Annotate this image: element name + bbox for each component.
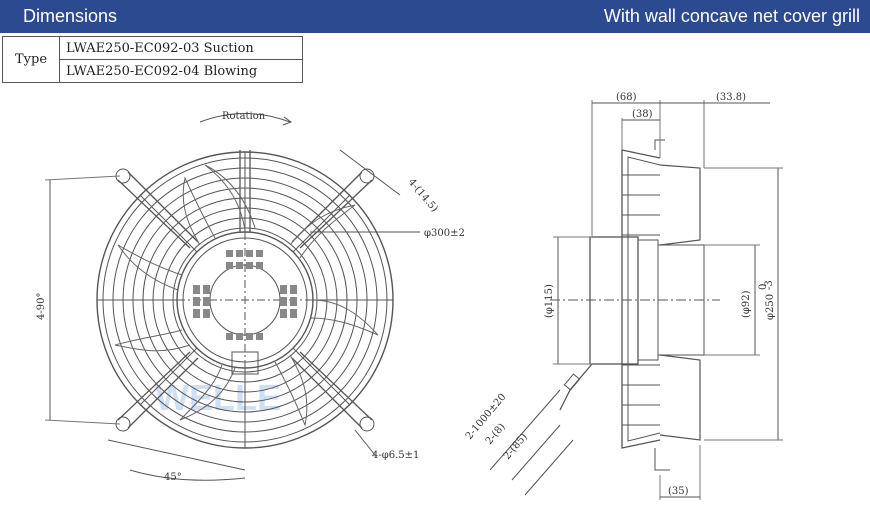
- mounting-lug: [359, 168, 375, 184]
- grill-ribs: [622, 174, 660, 426]
- model-code: LWAE250-EC092-03: [66, 40, 200, 56]
- depth-inner-label: (38): [632, 109, 653, 120]
- dim-cable-8: [511, 424, 561, 481]
- dim-line-angle: [107, 439, 246, 471]
- header-subtitle: With wall concave net cover grill: [603, 6, 860, 26]
- header-bar: Dimensions With wall concave net cover g…: [0, 0, 870, 33]
- hole-pattern-label: 4-(14.5): [406, 177, 440, 215]
- outer-diameter-label: φ250: [765, 294, 776, 320]
- front-view: WELLE: [44, 113, 420, 481]
- bottom-foot: [654, 448, 670, 471]
- grill-diameter-label: φ300±2: [424, 228, 465, 239]
- model-mode: Suction: [203, 40, 254, 56]
- blade-depth-label: (33.8): [716, 92, 746, 103]
- mount-holes-label: 4-φ6.5±1: [372, 450, 419, 461]
- rotation-arrowhead: [282, 116, 293, 126]
- angle-45-label: 45°: [164, 472, 182, 483]
- cable-gland-side: [563, 373, 581, 391]
- depth-total-label: (68): [616, 92, 637, 103]
- ext-line: [44, 175, 121, 181]
- type-row: LWAE250-EC092-04 Blowing: [3, 59, 303, 83]
- base-depth-label: (35): [668, 486, 689, 497]
- header-title: Dimensions: [23, 6, 118, 26]
- cable-85-label: 2-(85): [502, 432, 530, 462]
- grill-profile: [621, 149, 661, 449]
- grill-bars: [97, 150, 393, 448]
- top-foot: [654, 139, 665, 150]
- fan-blades: [114, 164, 379, 427]
- cable: [559, 363, 593, 411]
- watermark: WELLE: [155, 377, 281, 418]
- ext-line: [44, 419, 121, 425]
- rotation-arrow: [199, 113, 291, 123]
- mounting-lug: [359, 416, 375, 432]
- side-view: [489, 100, 783, 500]
- cable-gland: [231, 351, 259, 375]
- dim-cable: [489, 389, 561, 471]
- cable-8-label: 2-(8): [484, 421, 508, 446]
- type-model-blowing: LWAE250-EC092-04 Blowing: [59, 59, 303, 83]
- hub-diameter-label: (φ92): [741, 290, 752, 318]
- rotation-label: Rotation: [222, 111, 266, 122]
- blade-lower: [659, 354, 701, 441]
- motor-diameter-label: (φ115): [544, 284, 555, 318]
- type-label: Type: [2, 36, 60, 83]
- hub-fins: [193, 250, 297, 340]
- leader-line: [354, 429, 376, 456]
- grill-profile-inner: [627, 156, 661, 442]
- type-table: Type LWAE250-EC092-03 Suction LWAE250-EC…: [2, 36, 303, 83]
- tolerance-top-label: 0: [758, 284, 769, 290]
- leader-line: [339, 149, 401, 196]
- model-code: LWAE250-EC092-04: [66, 63, 200, 79]
- model-mode: Blowing: [203, 63, 258, 79]
- angle-vertical-label: 4-90°: [36, 293, 47, 320]
- tolerance-bottom-label: -3: [764, 280, 775, 290]
- type-row: Type LWAE250-EC092-03 Suction: [2, 36, 303, 83]
- angle-arc: [129, 469, 246, 481]
- dim-cable-85: [524, 439, 574, 496]
- blade-upper: [659, 164, 701, 246]
